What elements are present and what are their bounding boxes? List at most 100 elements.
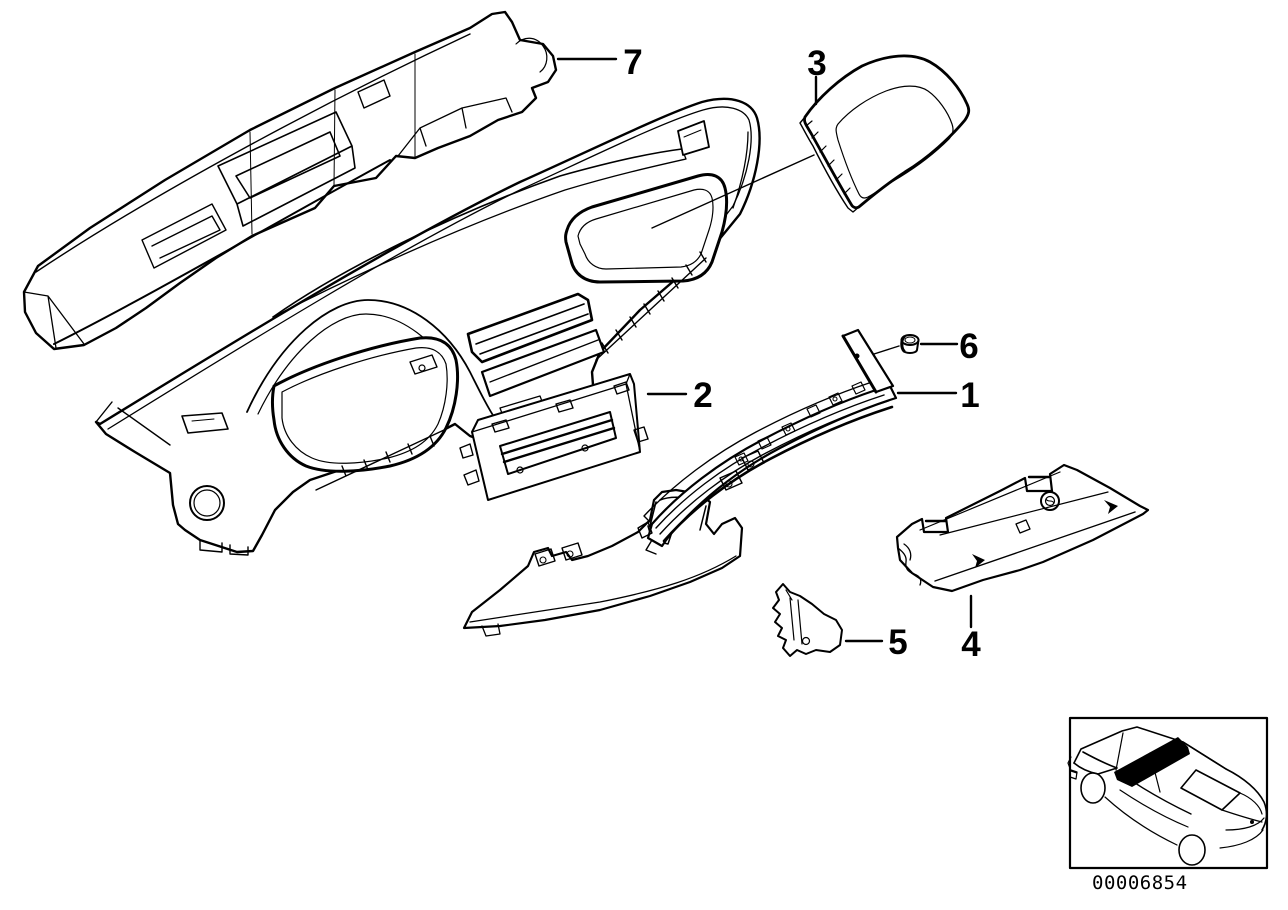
detail-line	[785, 589, 803, 645]
leader-line-to-part-3	[651, 154, 815, 229]
detail-line	[1250, 820, 1254, 824]
detail-line	[1067, 756, 1078, 780]
switch-hole-outer	[189, 485, 225, 521]
glovebox-opening-inner	[577, 188, 714, 270]
part-5-end-bracket	[772, 583, 843, 657]
part-2-clips	[491, 381, 630, 433]
callout-3-label[interactable]: 3	[807, 44, 826, 83]
detail-line	[934, 511, 1136, 582]
rail-plate	[719, 450, 765, 491]
part-4-floor-panel	[895, 463, 1150, 593]
part-3-inner-face	[835, 85, 954, 199]
car-icon	[1067, 726, 1268, 866]
callout-5-label[interactable]: 5	[888, 623, 907, 662]
callout-2[interactable]: 2	[646, 376, 713, 415]
detail-line	[683, 129, 702, 138]
cowl-feet	[199, 539, 249, 556]
callout-6[interactable]: 6	[873, 327, 979, 366]
part-2-support-frame	[459, 373, 649, 501]
part-6-cap	[900, 334, 920, 354]
part-7-insulation-panel	[22, 10, 558, 351]
glovebox-opening	[564, 173, 729, 284]
detail-line	[1104, 752, 1189, 846]
part-3-hatching	[805, 120, 851, 195]
callout-7[interactable]: 7	[556, 43, 643, 82]
screw-hole	[832, 396, 838, 402]
detail-line	[662, 405, 894, 543]
detail-line	[1115, 732, 1124, 771]
rail-holes	[734, 381, 866, 466]
mounting-tabs	[595, 251, 707, 361]
detail-line	[475, 303, 589, 355]
screw-hole	[566, 550, 574, 558]
callout-2-label[interactable]: 2	[693, 376, 712, 415]
center-vent-opening	[466, 292, 594, 364]
part-3-side-face	[799, 116, 861, 213]
defroster-vent	[272, 148, 687, 318]
detail-line	[1116, 770, 1192, 815]
callout-4[interactable]: 4	[961, 594, 981, 664]
cluster-brow	[246, 299, 497, 421]
screw-hole	[725, 480, 733, 488]
car-location-thumbnail: 00006854	[1067, 716, 1269, 894]
part-2-aperture	[499, 411, 617, 475]
screw-hole	[801, 636, 811, 646]
callout-4-label[interactable]: 4	[961, 625, 981, 664]
callout-6-label[interactable]: 6	[959, 327, 978, 366]
detail-line	[904, 336, 916, 344]
detail-line	[1015, 519, 1031, 534]
cluster-opening	[271, 336, 460, 473]
detail-line	[515, 37, 548, 73]
detail-line	[732, 131, 749, 209]
detail-line	[659, 400, 889, 535]
detail-line	[1219, 792, 1265, 849]
part-1-mounting-rail	[637, 328, 898, 555]
a-pillar-face	[95, 401, 171, 446]
rear-wheel	[1178, 834, 1206, 866]
callout-1-label[interactable]: 1	[960, 376, 979, 415]
part-3-cover-panel	[799, 54, 971, 213]
screw-hole	[516, 466, 524, 474]
callout-5[interactable]: 5	[844, 623, 908, 662]
detail-line	[924, 475, 1051, 523]
detail-line	[53, 159, 391, 345]
detail-line	[191, 418, 215, 422]
callout-7-label[interactable]: 7	[623, 43, 642, 82]
part-2-arms	[459, 426, 649, 486]
cluster-clip-hole	[418, 364, 426, 372]
callout-1[interactable]: 1	[896, 376, 980, 415]
part-4-fastener-outer	[1040, 491, 1060, 511]
part-7-tray-recess	[217, 111, 356, 227]
screw-hole	[581, 444, 589, 452]
callout-6-leader	[873, 345, 900, 355]
screw-hole	[747, 460, 755, 468]
detail-line	[397, 97, 513, 157]
mounting-tabs	[315, 429, 445, 491]
detail-line	[469, 555, 737, 637]
callout-3[interactable]: 3	[807, 44, 827, 106]
callouts: 7 3 2 1 6 5	[556, 43, 981, 664]
detail-line	[500, 418, 616, 464]
detail-line	[637, 521, 657, 555]
part-5-outline	[772, 583, 843, 657]
detail-line	[23, 291, 85, 349]
part-3-outline	[803, 54, 971, 210]
detail-line	[249, 53, 416, 235]
detail-line	[841, 334, 878, 394]
detail-line	[489, 339, 599, 383]
main-dashboard-trim-panel	[94, 97, 815, 556]
bracket-hole	[854, 353, 860, 359]
switch-hole-inner	[193, 489, 221, 517]
part-4-flange	[897, 543, 922, 586]
part-7-outline	[22, 10, 558, 351]
part-7-side-recess	[141, 203, 227, 269]
lower-trim-panel	[462, 488, 744, 637]
detail-line	[1045, 498, 1055, 504]
lower-trim-outline	[462, 488, 744, 630]
windshield-lip-line	[107, 106, 752, 430]
detail-line	[900, 335, 906, 353]
detail-line	[35, 33, 471, 273]
part-7-slot	[357, 79, 391, 109]
